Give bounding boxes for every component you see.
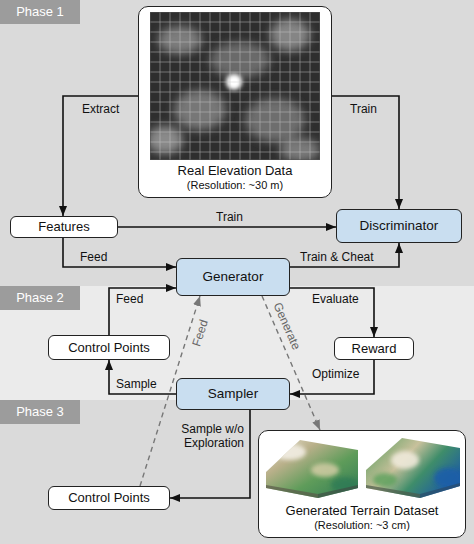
elevation-map bbox=[150, 12, 320, 160]
process-box: Control Points bbox=[48, 486, 170, 510]
model-box: Generator bbox=[176, 258, 290, 296]
edge-label: Train bbox=[216, 210, 243, 224]
edge-label: Generate bbox=[271, 300, 304, 351]
data-panel: Generated Terrain Dataset(Resolution: ~3… bbox=[258, 430, 466, 538]
flow-arrow bbox=[109, 360, 176, 394]
model-box: Sampler bbox=[176, 378, 290, 410]
edge-label: Optimize bbox=[312, 367, 359, 381]
phase-tab: Phase 2 bbox=[0, 286, 80, 310]
flow-arrow bbox=[290, 243, 399, 267]
node-title: Generator bbox=[203, 269, 264, 285]
phase-band bbox=[0, 400, 474, 544]
edge-label: Feed bbox=[80, 250, 107, 264]
node-subtitle: (Resolution: ~30 m) bbox=[187, 179, 283, 192]
edge-label: Train & Cheat bbox=[300, 250, 374, 264]
process-box: Features bbox=[10, 216, 118, 238]
terrain-render bbox=[266, 440, 359, 498]
node-title: Real Elevation Data bbox=[178, 163, 293, 179]
edge-label: Evaluate bbox=[312, 292, 359, 306]
node-subtitle: (Resolution: ~3 cm) bbox=[314, 519, 410, 532]
node-title: Sampler bbox=[208, 386, 258, 402]
edge-label: Feed bbox=[189, 318, 211, 348]
edge-label: Feed bbox=[116, 292, 143, 306]
model-box: Discriminator bbox=[336, 209, 462, 243]
edge-label: Sample bbox=[116, 377, 157, 391]
panel-fill bbox=[138, 6, 332, 198]
phase-tab: Phase 3 bbox=[0, 400, 80, 424]
phase-band bbox=[0, 0, 474, 286]
edge-label: Extract bbox=[82, 102, 119, 116]
panel-fill bbox=[258, 430, 466, 538]
node-title: Reward bbox=[352, 341, 397, 357]
process-box: Control Points bbox=[48, 335, 170, 360]
node-title: Control Points bbox=[68, 490, 150, 506]
flow-arrow bbox=[63, 96, 138, 216]
phase-tab: Phase 1 bbox=[0, 0, 80, 24]
node-title: Discriminator bbox=[360, 218, 439, 234]
flow-arrow bbox=[63, 238, 176, 267]
edge-label: Train bbox=[350, 102, 377, 116]
node-title: Generated Terrain Dataset bbox=[286, 503, 439, 519]
edge-label: Sample w/o Exploration bbox=[166, 422, 244, 450]
flow-arrow bbox=[109, 288, 176, 335]
flow-arrow bbox=[290, 288, 374, 337]
node-title: Features bbox=[38, 219, 89, 235]
process-box: Reward bbox=[334, 337, 414, 360]
flow-arrow bbox=[118, 226, 336, 228]
data-panel: Real Elevation Data(Resolution: ~30 m) bbox=[138, 6, 332, 198]
terrain-render bbox=[366, 438, 462, 498]
flow-arrow bbox=[332, 96, 399, 209]
node-title: Control Points bbox=[68, 340, 150, 356]
